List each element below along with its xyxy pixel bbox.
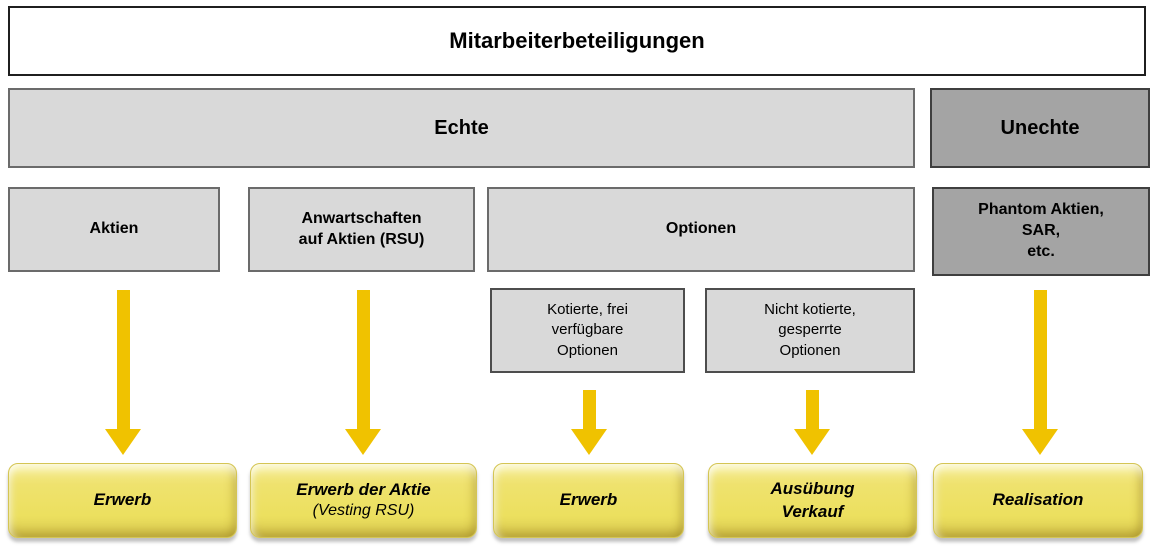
event-erwerb-optionen: Erwerb	[493, 463, 684, 538]
event-realisation: Realisation	[933, 463, 1143, 538]
down-arrow-icon	[345, 290, 381, 455]
arrow-head	[794, 429, 830, 455]
arrow-shaft	[1033, 290, 1047, 429]
arrow-head	[571, 429, 607, 455]
event-label: Erwerb der Aktie	[296, 480, 431, 500]
down-arrow-icon	[571, 390, 607, 455]
arrow-shaft	[582, 390, 596, 429]
down-arrow-icon	[105, 290, 141, 455]
category-unechte: Unechte	[930, 88, 1150, 168]
down-arrow-icon	[794, 390, 830, 455]
event-sublabel: (Vesting RSU)	[312, 502, 415, 520]
type-phantom-aktien-sar: Phantom Aktien, SAR, etc.	[932, 187, 1150, 276]
diagram-title: Mitarbeiterbeteiligungen	[8, 6, 1146, 76]
subtype-nicht-kotierte-optionen: Nicht kotierte, gesperrte Optionen	[705, 288, 915, 373]
type-aktien: Aktien	[8, 187, 220, 272]
event-erwerb-aktien: Erwerb	[8, 463, 237, 538]
event-ausuebung-verkauf: Ausübung Verkauf	[708, 463, 917, 538]
arrow-head	[1022, 429, 1058, 455]
arrow-head	[345, 429, 381, 455]
type-anwartschaften-rsu: Anwartschaften auf Aktien (RSU)	[248, 187, 475, 272]
arrow-shaft	[356, 290, 370, 429]
down-arrow-icon	[1022, 290, 1058, 455]
category-echte: Echte	[8, 88, 915, 168]
event-erwerb-der-aktie: Erwerb der Aktie (Vesting RSU)	[250, 463, 477, 538]
arrow-shaft	[116, 290, 130, 429]
arrow-shaft	[805, 390, 819, 429]
arrow-head	[105, 429, 141, 455]
subtype-kotierte-optionen: Kotierte, frei verfügbare Optionen	[490, 288, 685, 373]
type-optionen: Optionen	[487, 187, 915, 272]
